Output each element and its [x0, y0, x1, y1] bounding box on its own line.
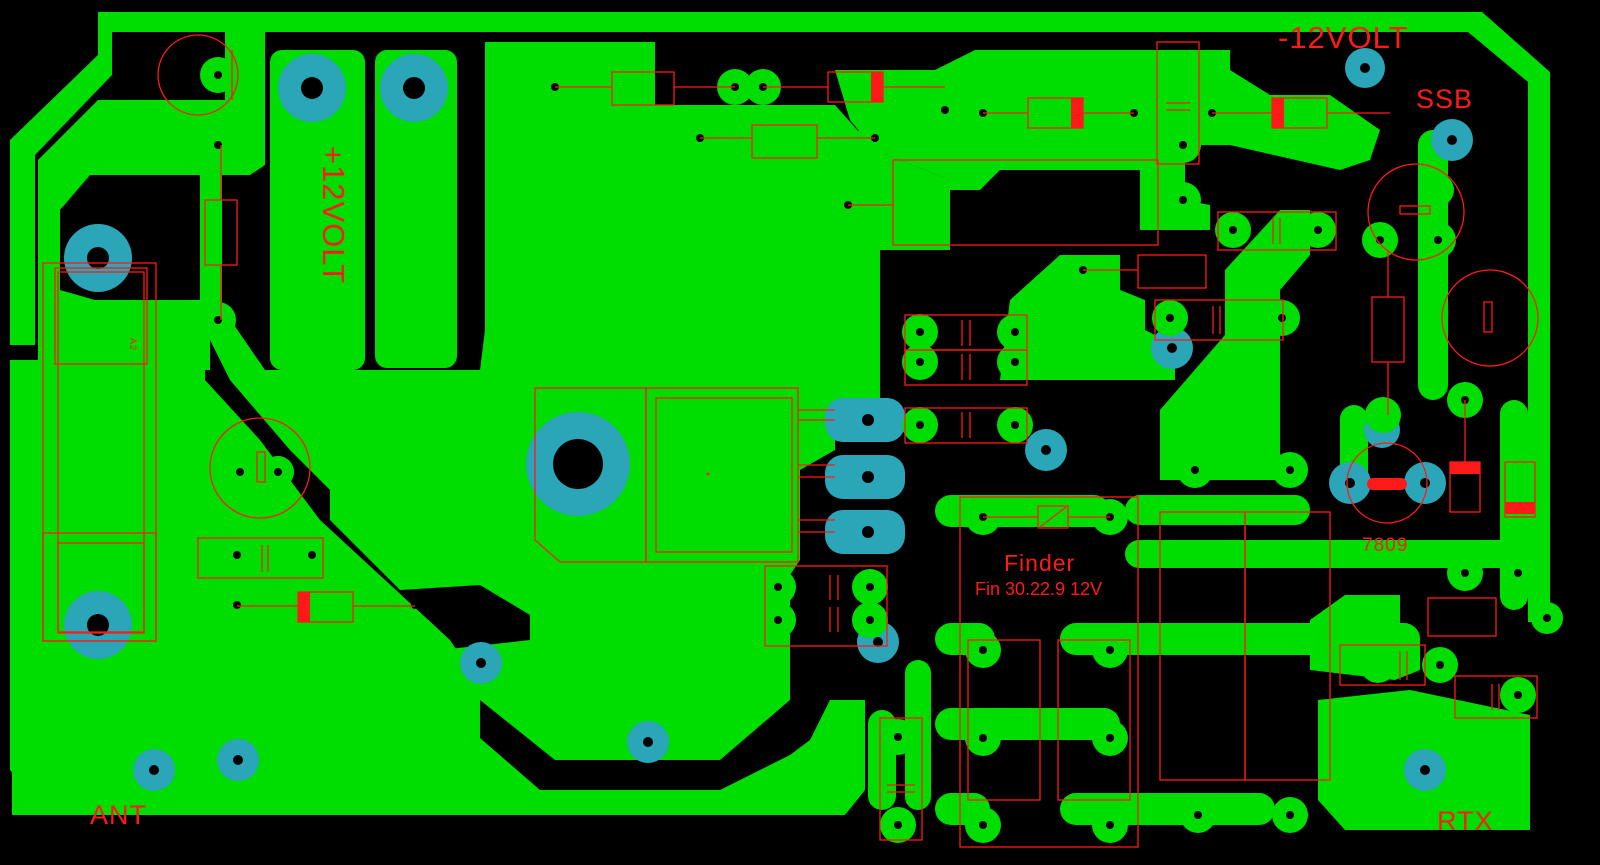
relay-trace-2 — [1125, 540, 1525, 568]
relay-trace-top — [935, 495, 1110, 527]
relay-outline-small — [892, 159, 1159, 246]
pad-holes — [87, 77, 603, 636]
upper-right-pour — [835, 50, 1380, 230]
to220-outline — [534, 387, 647, 563]
middle-right-pour — [1000, 255, 1175, 380]
ant-label: ANT — [90, 800, 147, 830]
center-lower-pour — [440, 640, 790, 760]
minus-12volt-label: -12VOLT — [1278, 20, 1409, 55]
trace-mid-v — [905, 660, 931, 810]
relay-outline — [959, 496, 1139, 848]
regulator-7809-outline — [1346, 442, 1428, 524]
center-main-pour — [210, 42, 950, 640]
cap-outline-c4 — [1441, 269, 1539, 367]
trace-left-v — [200, 130, 222, 330]
relay-trace-7 — [1060, 793, 1275, 825]
relay-part-label: Fin 30.22.9 12V — [975, 579, 1103, 599]
ssb-label: SSB — [1416, 84, 1474, 114]
left-ground-pour — [10, 12, 112, 345]
relay-brand-label: Finder — [1004, 550, 1076, 576]
cap-outline-c3 — [1367, 163, 1465, 261]
right-trace-a — [1418, 130, 1448, 400]
rtx-label: RTX — [1437, 806, 1494, 836]
silkscreen-layer — [42, 34, 1539, 848]
cap-outline-c2 — [209, 417, 311, 519]
plus12-strip-b — [375, 50, 457, 368]
top-left-pour — [38, 30, 265, 370]
plus-12volt-label: +12VOLT — [316, 145, 351, 285]
regulator-label: 7809 — [1362, 535, 1409, 556]
bottom-border-trace — [12, 700, 865, 815]
cap-outline-c1 — [157, 34, 239, 116]
plus12-strip-a — [270, 50, 365, 370]
relay-trace-1 — [1125, 495, 1310, 525]
diode-d6 — [1504, 461, 1536, 518]
silkscreen-fills — [298, 72, 1535, 622]
regulator-area-pour — [1160, 210, 1310, 480]
fuse-ref-label: A2 — [128, 337, 139, 352]
